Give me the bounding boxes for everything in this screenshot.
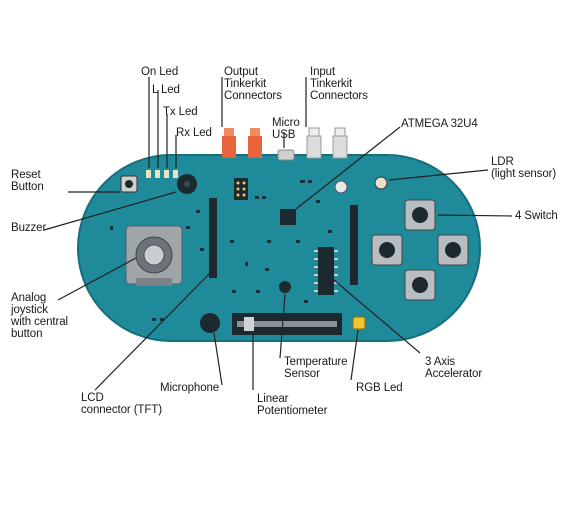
temperature-sensor — [279, 281, 291, 293]
ldr-sensor — [374, 176, 388, 190]
lcd-connector — [209, 198, 217, 278]
microphone — [200, 313, 220, 333]
four-switches — [371, 199, 469, 301]
analog-joystick — [125, 225, 183, 286]
label-tx-led: Tx Led — [163, 106, 198, 118]
label-temperature-sensor: Temperature Sensor — [284, 356, 348, 380]
accelerometer-chip — [318, 247, 334, 295]
status-leds — [146, 170, 178, 178]
label-microphone: Microphone — [160, 382, 220, 394]
rgb-led — [352, 316, 366, 330]
label-accelerometer: 3 Axis Accelerator — [425, 356, 483, 380]
label-atmega: ATMEGA 32U4 — [401, 118, 478, 130]
right-header — [350, 205, 358, 285]
label-output-tinkerkit: Output Tinkerkit Connectors — [224, 66, 282, 102]
micro-usb-port — [277, 149, 295, 161]
label-lcd-connector: LCD connector (TFT) — [81, 392, 162, 416]
label-analog-joystick: Analog joystick with central button — [11, 292, 68, 340]
small-header — [234, 178, 248, 200]
label-input-tinkerkit: Input Tinkerkit Connectors — [310, 66, 368, 102]
round-component — [334, 180, 348, 194]
label-on-led: On Led — [141, 66, 179, 78]
label-rx-led: Rx Led — [176, 127, 212, 139]
label-reset-button: Reset Button — [11, 169, 44, 193]
label-ldr: LDR (light sensor) — [491, 156, 557, 180]
output-tinkerkit-connectors — [222, 128, 262, 158]
atmega-chip — [280, 209, 296, 225]
label-linear-potentiometer: Linear Potentiometer — [257, 393, 328, 417]
input-tinkerkit-connectors — [306, 127, 348, 159]
label-buzzer: Buzzer — [11, 222, 47, 234]
linear-potentiometer — [232, 313, 342, 335]
leader-lines — [43, 77, 513, 391]
label-micro-usb: Micro USB — [272, 117, 300, 141]
label-l-led: L Led — [152, 84, 180, 96]
label-four-switch: 4 Switch — [515, 210, 558, 222]
label-rgb-led: RGB Led — [356, 382, 403, 394]
